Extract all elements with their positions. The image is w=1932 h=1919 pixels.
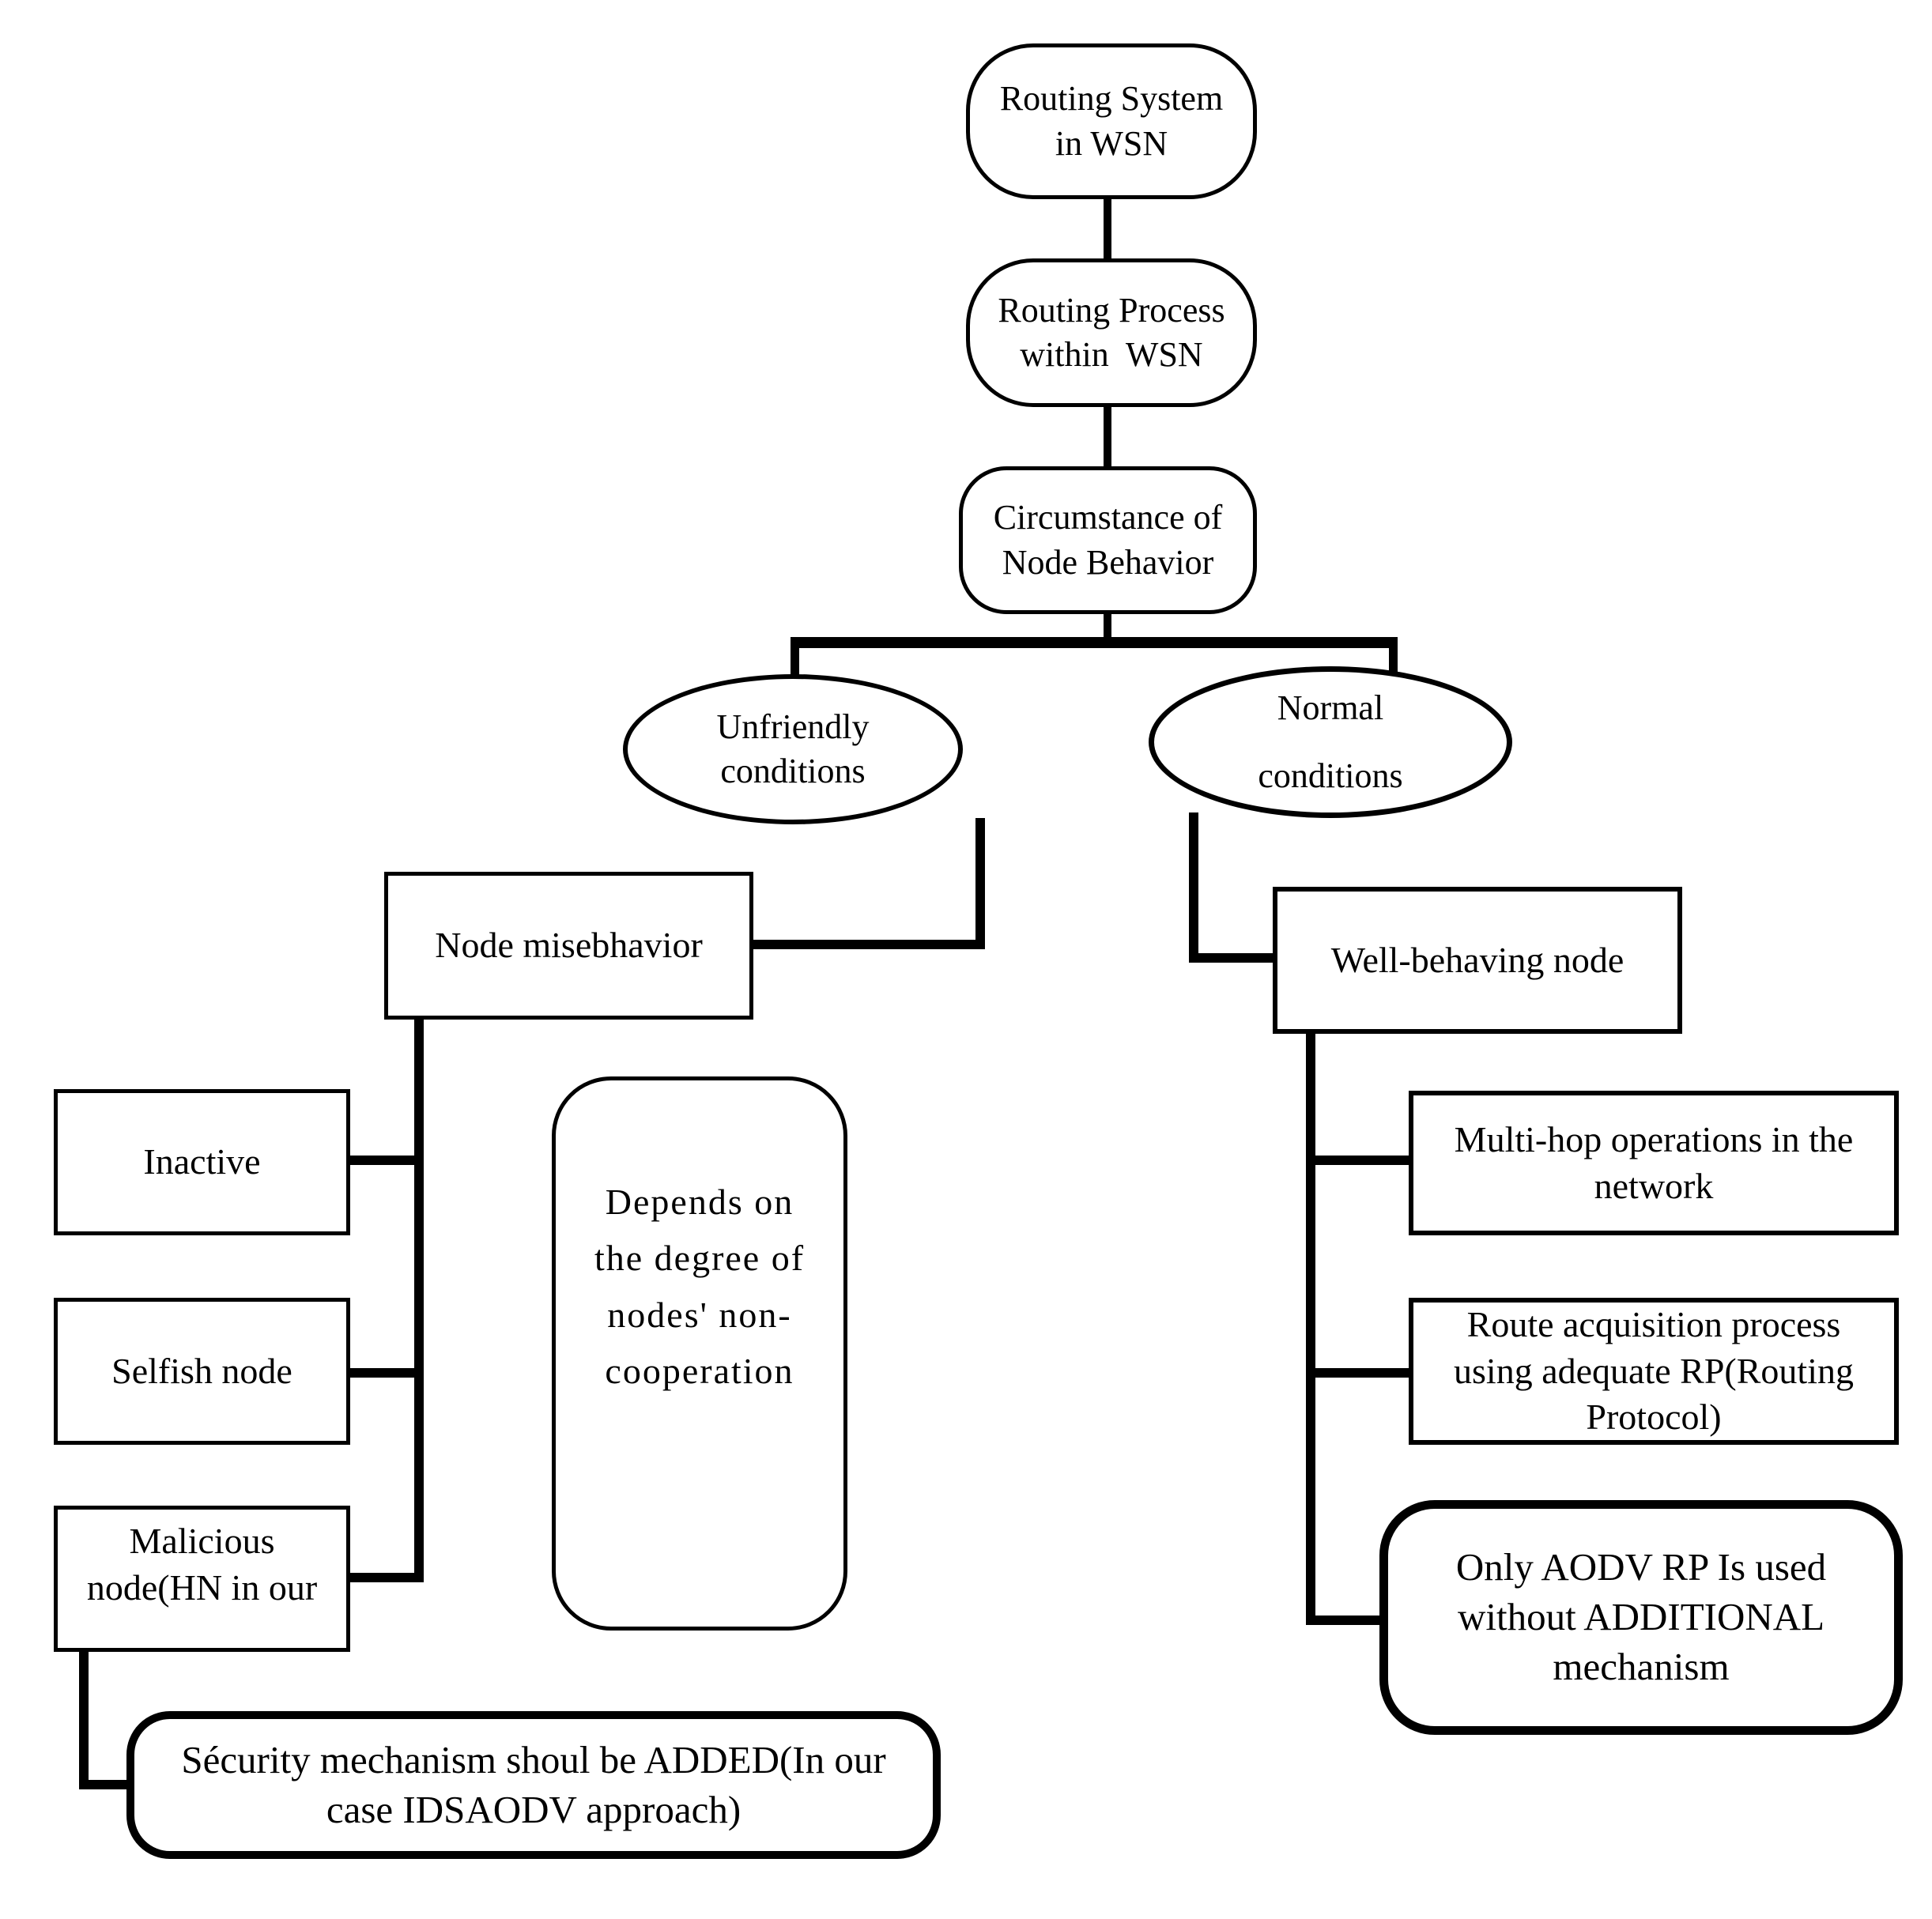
- node-normal-conditions-label: Normal conditions: [1258, 688, 1403, 795]
- node-routing-system: Routing System in WSN: [966, 43, 1257, 199]
- connector-branch-multihop: [1306, 1156, 1412, 1165]
- connector-drop-unfriendly: [791, 637, 799, 683]
- connector-branch-malicious: [348, 1573, 424, 1582]
- connector-process-to-circumstance: [1104, 404, 1111, 470]
- node-misbehavior: Node misebhavior: [384, 872, 753, 1020]
- connector-to-security: [79, 1780, 130, 1789]
- connector-circumstance-stub: [1104, 611, 1111, 643]
- connector-to-wellbehaving: [1189, 953, 1276, 963]
- node-circumstance-label: Circumstance of Node Behavior: [993, 498, 1223, 582]
- node-routing-process: Routing Process within WSN: [966, 258, 1257, 407]
- node-routing-process-label: Routing Process within WSN: [998, 290, 1225, 374]
- node-misbehavior-label: Node misebhavior: [435, 925, 703, 966]
- connector-left-spine: [414, 1018, 424, 1582]
- node-security-mechanism-label: Sécurity mechanism shoul be ADDED(In our…: [181, 1737, 886, 1831]
- connector-branch-selfish: [348, 1368, 419, 1378]
- node-only-aodv: Only AODV RP Is used without ADDITIONAL …: [1379, 1500, 1903, 1735]
- connector-system-to-process: [1104, 196, 1111, 262]
- node-route-acquisition: Route acquisition process using adequate…: [1409, 1298, 1899, 1445]
- node-circumstance: Circumstance of Node Behavior: [959, 466, 1257, 614]
- connector-to-misbehavior: [751, 940, 985, 949]
- connector-branch-bar: [791, 637, 1398, 648]
- node-route-acquisition-label: Route acquisition process using adequate…: [1454, 1303, 1854, 1438]
- node-unfriendly-conditions: Unfriendly conditions: [623, 674, 963, 824]
- node-inactive: Inactive: [54, 1089, 350, 1235]
- connector-malicious-down: [79, 1650, 89, 1789]
- node-inactive-label: Inactive: [143, 1141, 261, 1182]
- node-selfish: Selfish node: [54, 1298, 350, 1445]
- connector-drop-normal: [1389, 637, 1398, 686]
- connector-branch-routeacq: [1306, 1368, 1412, 1378]
- node-normal-conditions: Normal conditions: [1149, 666, 1512, 818]
- node-malicious: Malicious node(HN in our: [54, 1506, 350, 1652]
- node-multi-hop-label: Multi-hop operations in the network: [1454, 1118, 1854, 1206]
- connector-right-spine: [1306, 1032, 1315, 1625]
- node-unfriendly-conditions-label: Unfriendly conditions: [716, 707, 870, 790]
- node-multi-hop: Multi-hop operations in the network: [1409, 1091, 1899, 1235]
- node-depends-label: Depends on the degree of nodes' non- coo…: [594, 1182, 806, 1391]
- node-only-aodv-label: Only AODV RP Is used without ADDITIONAL …: [1455, 1545, 1827, 1688]
- node-routing-system-label: Routing System in WSN: [999, 79, 1224, 163]
- connector-normal-down: [1189, 812, 1198, 963]
- node-well-behaving-label: Well-behaving node: [1330, 939, 1624, 980]
- connector-unfriendly-down: [975, 818, 985, 949]
- node-security-mechanism: Sécurity mechanism shoul be ADDED(In our…: [126, 1711, 941, 1859]
- node-selfish-label: Selfish node: [111, 1350, 292, 1391]
- node-depends: Depends on the degree of nodes' non- coo…: [552, 1076, 847, 1631]
- node-malicious-label: Malicious node(HN in our: [86, 1520, 318, 1608]
- connector-branch-inactive: [348, 1156, 419, 1165]
- node-well-behaving: Well-behaving node: [1273, 887, 1682, 1034]
- connector-branch-onlyaodv: [1306, 1616, 1385, 1625]
